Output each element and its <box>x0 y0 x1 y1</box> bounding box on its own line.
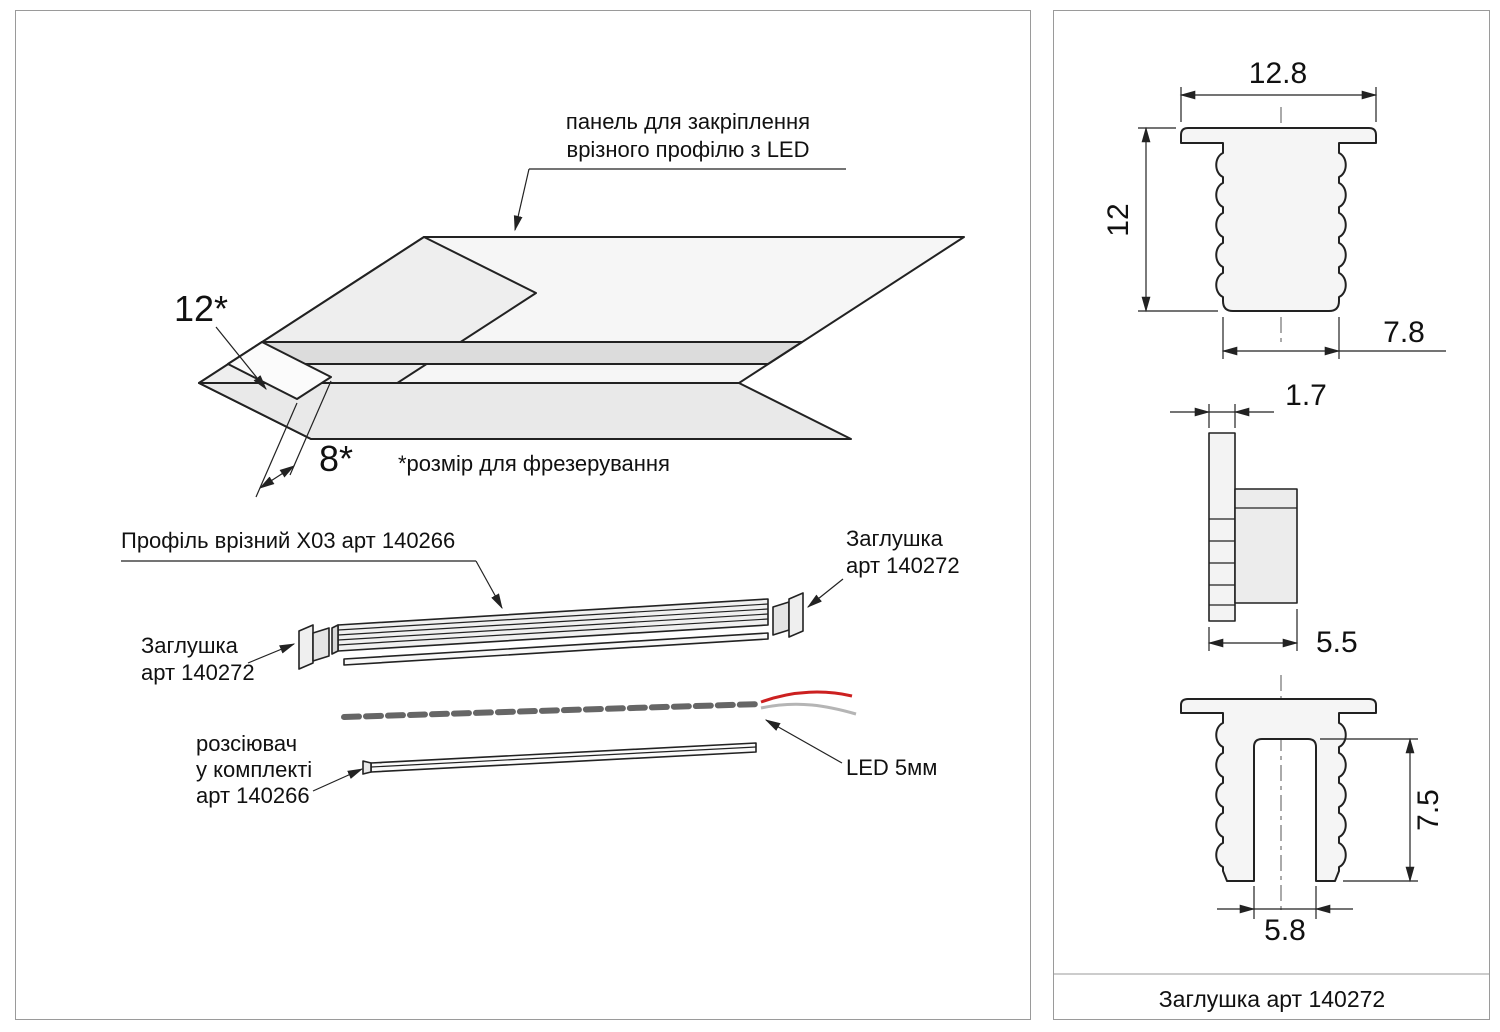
diffuser-label-line2: у комплекті <box>196 757 312 782</box>
diffuser-label-line3: арт 140266 <box>196 783 310 808</box>
endcap-right-drawing <box>772 592 804 638</box>
endcap-flange <box>788 592 804 638</box>
led-label: LED 5мм <box>846 755 937 780</box>
endcap-label-line2: арт 140272 <box>141 660 255 685</box>
assembly-drawing-panel: панель для закріплення врізного профілю … <box>15 10 1031 1020</box>
callout-arrow <box>475 560 503 610</box>
led-callout: LED 5мм <box>764 719 937 780</box>
panel-label-line1: панель для закріплення <box>566 109 810 134</box>
profile-rib-line <box>337 618 769 646</box>
groove-depth-dimension: 12* <box>174 288 267 391</box>
endcap-left-callout: Заглушка арт 140272 <box>141 633 296 685</box>
flange-side-profile <box>1208 432 1236 622</box>
dim-text-12: 12 <box>1102 203 1135 236</box>
diffuser-label-line1: розсіювач <box>196 731 297 756</box>
led-strip-drawing <box>341 690 857 720</box>
dim-text-7-5: 7.5 <box>1412 789 1445 831</box>
dim-text-7-8: 7.8 <box>1383 316 1425 349</box>
profile-label: Профіль врізний X03 арт 140266 <box>121 528 455 553</box>
panel-callout: панель для закріплення врізного профілю … <box>513 109 846 232</box>
endcap-views-panel: 12.8 12 7.8 <box>1053 10 1490 1020</box>
groove-width-text: 8* <box>319 438 353 479</box>
diffuser-end-detail <box>362 760 372 775</box>
callout-arrow <box>513 168 530 232</box>
groove-depth-text: 12* <box>174 288 228 329</box>
body-side-profile <box>1234 488 1298 604</box>
dim-text-5-8: 5.8 <box>1264 914 1306 947</box>
endcap-front-outline <box>1180 127 1377 312</box>
panel-front-face <box>198 382 852 440</box>
dim-flange-thickness: 1.7 <box>1170 379 1327 428</box>
callout-arrow <box>247 643 296 664</box>
endcap-right-callout: Заглушка арт 140272 <box>806 526 960 608</box>
panel-label-line2: врізного профілю з LED <box>567 137 810 162</box>
endcap-flange <box>298 624 314 670</box>
led-wire-red <box>760 690 853 704</box>
dim-height: 12 <box>1102 126 1218 313</box>
endcap-front-view: 12.8 12 7.8 <box>1102 57 1446 359</box>
endcap-section-outline <box>1180 698 1377 882</box>
callout-arrow <box>764 719 843 764</box>
leader-line <box>215 326 267 391</box>
callout-arrow <box>806 578 844 608</box>
dim-body-width: 7.8 <box>1221 316 1446 359</box>
endcap-label-line1: Заглушка <box>846 526 944 551</box>
milled-groove-end-notch <box>227 341 332 400</box>
ext-line <box>289 380 332 476</box>
endcap-label-line1: Заглушка <box>141 633 239 658</box>
dim-width-top: 12.8 <box>1179 57 1378 122</box>
assembly-drawing: панель для закріплення врізного профілю … <box>121 109 965 808</box>
dim-text-5-5: 5.5 <box>1316 626 1358 659</box>
milled-groove-opening <box>227 341 803 365</box>
dim-text-1-7: 1.7 <box>1285 379 1327 412</box>
dim-depth: 5.5 <box>1207 609 1358 659</box>
led-profile-drawing <box>331 598 769 666</box>
dim-line <box>258 465 296 489</box>
endcap-side-view: 1.7 5.5 <box>1170 379 1358 659</box>
endcap-label-line2: арт 140272 <box>846 553 960 578</box>
diffuser-edge-line <box>370 746 757 768</box>
endcap-views-drawing: 12.8 12 7.8 <box>1054 57 1489 1012</box>
profile-rib-line <box>337 608 769 636</box>
diffuser-callout: розсіювач у комплекті арт 140266 <box>196 731 364 808</box>
callout-arrow <box>312 768 364 792</box>
milling-note: *розмір для фрезерування <box>398 451 670 476</box>
led-wire-gray <box>760 702 857 716</box>
led-strip <box>341 701 764 720</box>
caption-text: Заглушка арт 140272 <box>1159 986 1385 1012</box>
endcap-body <box>772 601 790 636</box>
profile-rib-line <box>337 603 769 631</box>
diffuser-drawing <box>362 742 757 775</box>
profile-callout: Профіль врізний X03 арт 140266 <box>121 528 503 610</box>
dim-text-12-8: 12.8 <box>1249 57 1307 90</box>
caption-block: Заглушка арт 140272 <box>1054 973 1489 1012</box>
endcap-left-drawing <box>298 624 330 670</box>
dim-slot-width: 5.8 <box>1217 886 1353 947</box>
profile-end-face <box>331 624 339 655</box>
profile-rib-line <box>337 613 769 641</box>
endcap-section-view: 7.5 5.8 <box>1180 675 1445 947</box>
mounting-panel-drawing <box>198 236 965 440</box>
endcap-body <box>312 627 330 662</box>
dim-slot-depth: 7.5 <box>1320 737 1445 883</box>
profile-bottom-flange <box>343 632 769 666</box>
groove-width-dimension: 8* <box>255 380 353 498</box>
